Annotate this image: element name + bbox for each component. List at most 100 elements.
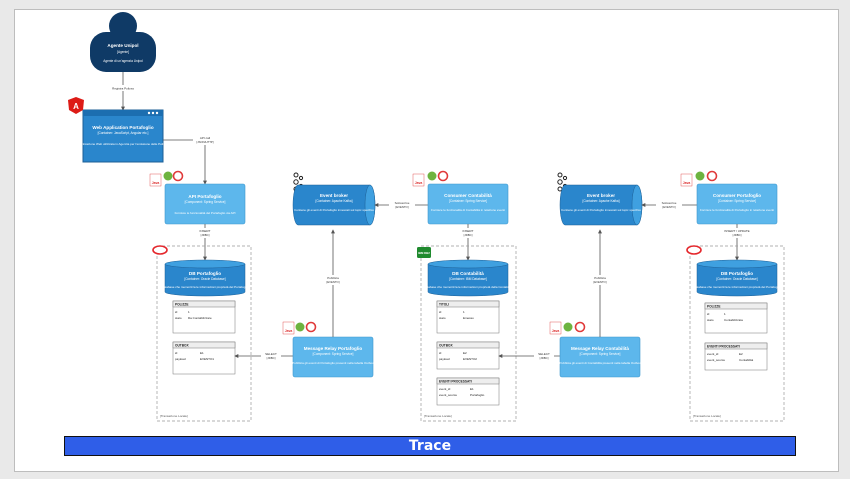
edge-sottoscrive-2: Sottoscrive [EVENTO] [641,200,697,210]
edge-insert-1: INSERT [JDBC] [193,224,217,261]
svg-text:Contabilità: Contabilità [739,358,754,362]
svg-text:id: id [439,351,442,355]
svg-text:Sottoscrive: Sottoscrive [395,201,410,205]
svg-text:Pubblica gli eventi di Portafo: Pubblica gli eventi di Portafoglio prese… [292,361,374,365]
consumer-portafoglio: Consumer Portafoglio [Container: Spring … [696,183,778,225]
api-title: API Portafoglio [188,194,221,199]
edge-insert-2: INSERT [JDBC] [456,224,480,261]
svg-text:E1: E1 [470,387,474,391]
svg-text:stato: stato [707,318,714,322]
edge-label-registra: Registra Polizza [112,87,134,91]
svg-text:SELECT: SELECT [538,352,550,356]
svg-text:TITOLI: TITOLI [439,303,449,307]
svg-text:IBM DB2: IBM DB2 [418,251,430,255]
svg-text:Event broker: Event broker [320,193,348,198]
svg-text:E2: E2 [739,352,743,356]
tech-icons-relay2: Java [549,321,586,335]
svg-text:Java: Java [552,329,560,333]
svg-text:SELECT: SELECT [265,352,277,356]
angular-icon: A [68,97,84,114]
api-portafoglio: API Portafoglio [Component: Spring Servi… [164,183,246,225]
message-relay-contabilita: Message Relay Contabilità [Component: Sp… [559,336,641,378]
svg-text:id: id [175,310,178,314]
table-polizze-2: POLIZZE id 1 stato Contabilizzata [704,302,768,334]
svg-text:[Component: Spring Service]: [Component: Spring Service] [580,352,621,356]
transaction-boundary-1: [Transazione Locale] [152,245,252,422]
svg-text:[EVENTO]: [EVENTO] [395,205,408,209]
svg-text:Contiene gli eventi di Portafo: Contiene gli eventi di Portafoglio innes… [561,208,641,212]
svg-text:Contiene gli eventi di Portafo: Contiene gli eventi di Portafoglio innes… [294,208,374,212]
db1-desc: Database che memorizza le informazioni p… [162,285,249,289]
db-portafoglio-2: DB Portafoglio [Container: Oracle Databa… [694,259,781,297]
oracle-icon [152,245,168,255]
angular-letter: A [73,102,79,111]
svg-text:payload: payload [439,357,450,361]
refresh-icon [172,170,184,182]
edge-label-insert-1: INSERT [200,229,211,233]
edge-select-2: SELECT [JDBC] [498,351,560,361]
svg-text:payload: payload [175,357,186,361]
svg-text:E2: E2 [463,351,467,355]
event-broker-2: Event broker [Container: Apache Kafka] C… [559,184,643,226]
edge-pubblica-2: Pubblica [EVENTO] [589,229,611,337]
svg-text:Da Contabilizzare: Da Contabilizzare [188,316,212,320]
diagram-canvas [14,9,839,472]
svg-text:stato: stato [439,316,446,320]
svg-text:[Transazione Locale]: [Transazione Locale] [424,414,452,418]
svg-text:Java: Java [683,181,691,185]
svg-text:event_source: event_source [707,358,725,362]
oracle-icon-3 [686,245,702,255]
svg-text:[Container: Apache Kafka]: [Container: Apache Kafka] [315,199,352,203]
svg-text:event_id: event_id [439,387,451,391]
svg-text:1: 1 [463,310,465,314]
db-contabilita: DB Contabilità [Container: IBM Database]… [423,259,513,297]
table-titoli: TITOLI id 1 stato Emesso [436,300,500,334]
svg-text:Consumer Portafoglio: Consumer Portafoglio [713,193,761,198]
svg-text:1: 1 [188,310,190,314]
trace-banner: Trace [64,436,796,456]
svg-text:Database che memorizza le info: Database che memorizza le informazioni p… [694,285,781,289]
svg-text:Fornisce le funzionalità di Po: Fornisce le funzionalità di Portafoglio … [700,208,774,212]
edge-api-call: API call [JSON/HTTP] [163,135,217,185]
svg-text:[Transazione Locale]: [Transazione Locale] [693,414,721,418]
svg-text:Java: Java [152,181,160,185]
svg-text:EVENTO1: EVENTO1 [200,357,214,361]
edge-proto-insert-1: [JDBC] [201,233,210,237]
java-icon: Java [149,173,162,187]
ibm-db2-icon: IBM DB2 [417,247,431,258]
db1-type: [Container: Oracle Database] [184,277,225,281]
svg-text:Pubblica: Pubblica [327,276,339,280]
tech-icons-api: Java [149,170,184,187]
person-type: [Agente] [117,50,129,54]
svg-text:OUTBOX: OUTBOX [439,344,454,348]
table-eventi-processati-2: EVENTI PROCESSATI event_id E2 event_sour… [704,342,768,371]
table-outbox-1: OUTBOX id E1 payload EVENTO1 [172,341,236,375]
svg-text:Portafoglio: Portafoglio [470,393,485,397]
svg-text:INSERT / UPDATE: INSERT / UPDATE [724,229,749,233]
svg-text:[Container: Apache Kafka]: [Container: Apache Kafka] [582,199,619,203]
table-polizze-1: POLIZZE id 1 stato Da Contabilizzare [172,300,236,334]
svg-text:Java: Java [285,329,293,333]
svg-text:Java: Java [415,181,423,185]
svg-text:stato: stato [175,316,182,320]
person-desc: Agente di un'agenzia Unipol [103,59,143,63]
svg-text:id: id [439,310,442,314]
svg-text:EVENTI PROCESSATI: EVENTI PROCESSATI [707,345,740,349]
svg-text:Sottoscrive: Sottoscrive [662,201,677,205]
person-agente-unipol: Agente Unipol [Agente] Agente di un'agen… [90,12,156,72]
api-desc: Fornisce le funzionalità del Portafoglio… [175,211,236,215]
svg-text:Contabilizzata: Contabilizzata [724,318,743,322]
event-broker-1: Event broker [Container: Apache Kafka] C… [292,184,376,226]
edge-proto-api-call: [JSON/HTTP] [196,140,213,144]
webapp-type: [Container: JavaScript, Angular etc.] [98,131,149,135]
svg-text:event_source: event_source [439,393,457,397]
svg-text:id: id [707,312,710,316]
svg-text:[Container: Spring Service]: [Container: Spring Service] [449,199,487,203]
svg-text:[JDBC]: [JDBC] [267,356,276,360]
svg-text:EVENTI PROCESSATI: EVENTI PROCESSATI [439,380,472,384]
svg-text:DB Portafoglio: DB Portafoglio [721,271,753,276]
svg-text:Message Relay Portafoglio: Message Relay Portafoglio [304,346,363,351]
tech-icons-consumer2: Java [680,170,718,187]
edge-label-api-call: API call [200,136,211,140]
